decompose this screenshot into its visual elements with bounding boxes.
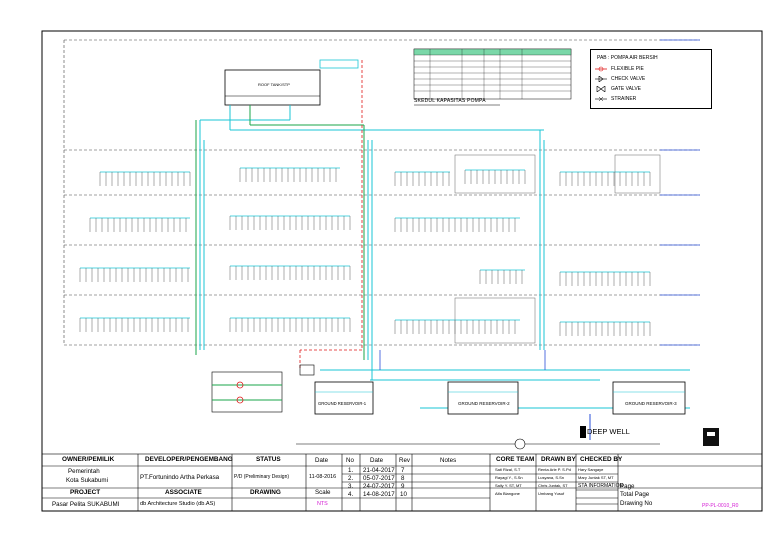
drawn-by-member: Lusyana, S.Sn xyxy=(538,475,565,480)
owner-value-2: Kota Sukabumi xyxy=(66,477,108,484)
deep-well-label: DEEP WELL xyxy=(587,427,630,436)
scale-value: NTS xyxy=(317,501,328,507)
rev-date-header: Date xyxy=(370,457,384,464)
roof-tank-label: ROOF TANK/STP xyxy=(258,82,290,87)
page-label: Page xyxy=(620,483,635,490)
status-value: P/D (Preliminary Design) xyxy=(234,474,290,480)
revision-no: 1. xyxy=(348,467,354,474)
project-header: PROJECT xyxy=(70,489,101,496)
north-symbol xyxy=(296,438,660,450)
drawing-no-label: Drawing No xyxy=(620,500,653,507)
scale-header: Scale xyxy=(315,489,331,496)
studio-logo-icon xyxy=(703,428,719,446)
drawing-header: DRAWING xyxy=(250,489,281,496)
flexible-pipe-icon xyxy=(595,66,607,72)
rev-no-header: No xyxy=(346,457,354,464)
legend-check-label: CHECK VALVE xyxy=(611,76,646,82)
date-header: Date xyxy=(315,457,329,464)
checked-by-header: CHECKED BY xyxy=(580,456,623,463)
notes-header: Notes xyxy=(440,457,457,464)
check-valve-icon xyxy=(595,75,607,83)
legend-strainer-label: STRAINER xyxy=(611,96,637,102)
blue-lines xyxy=(379,350,546,370)
legend-pab-label: PAB : POMPA AIR BERSIH xyxy=(597,55,658,61)
core-team-header: CORE TEAM xyxy=(496,456,535,463)
legend-flexible-label: FLEXIBLE PIE xyxy=(611,66,644,72)
core-team-member: Sally Y. ST, MT xyxy=(495,483,522,488)
strainer-icon xyxy=(595,96,607,102)
fixture-drops xyxy=(79,168,651,336)
developer-value: PT.Fortunindo Artha Perkasa xyxy=(140,474,220,481)
drawn-by-member: Renta Arle P. S.Pd xyxy=(538,467,571,472)
roof-tank xyxy=(224,59,359,106)
revision-rev: 7 xyxy=(401,467,405,474)
drawn-by-member: Umbang Yusuf xyxy=(538,491,565,496)
riser-pipes xyxy=(199,105,545,360)
ground-reservoirs xyxy=(314,381,686,415)
total-page-label: Total Page xyxy=(620,491,650,498)
floor-lines xyxy=(63,39,700,346)
title-block-grid xyxy=(41,453,763,512)
status-header: STATUS xyxy=(256,456,281,463)
pump-schedule-table xyxy=(413,48,572,100)
revision-date: 21-04-2017 xyxy=(363,467,395,474)
owner-header: OWNER/PEMILIK xyxy=(62,456,115,463)
core-team-member: Alfa Biangone xyxy=(495,491,520,496)
checked-by-member: Hary Sangaye xyxy=(578,467,604,472)
gate-valve-icon xyxy=(595,85,607,93)
legend-box: PAB : POMPA AIR BERSIH FLEXIBLE PIE CHEC… xyxy=(590,49,712,109)
revision-no: 3. xyxy=(348,483,354,490)
revision-rev: 10 xyxy=(400,491,407,498)
revision-no: 4. xyxy=(348,491,354,498)
revision-no: 2. xyxy=(348,475,354,482)
project-value: Pasar Pelita SUKABUMI xyxy=(52,501,120,508)
floor-panels xyxy=(454,154,661,344)
green-pipes xyxy=(195,105,365,360)
revision-date: 24-07-2017 xyxy=(363,483,395,490)
owner-value-1: Pemerintah xyxy=(68,468,100,475)
reservoir-2-label: GROUND RESERVOIR-2 xyxy=(458,401,510,406)
date-value: 11-08-2016 xyxy=(309,474,337,480)
reservoir-1-label: GROUND RESERVOIR-1 xyxy=(318,401,367,406)
drawn-by-member: Chris Juntak, ST xyxy=(538,483,568,488)
schedule-title: SKEDUL KAPASITAS POMPA xyxy=(414,98,486,104)
drawn-by-header: DRAWN BY xyxy=(541,456,576,463)
revision-rev: 9 xyxy=(401,483,405,490)
level-markers xyxy=(660,39,700,346)
revision-rev: 8 xyxy=(401,475,405,482)
associate-header: ASSOCIATE xyxy=(165,489,202,496)
revision-date: 14-08-2017 xyxy=(363,491,395,498)
legend-gate-label: GATE VALVE xyxy=(611,86,642,92)
core-team-member: Rayagi Y., S.Sn xyxy=(495,475,523,480)
pump-set xyxy=(211,364,315,413)
developer-header: DEVELOPER/PENGEMBANG xyxy=(145,456,233,463)
associate-value: db Architecture Studio (db.AS) xyxy=(140,501,216,507)
sta-info-label: STA INFORMATION xyxy=(578,483,624,489)
core-team-member: Sati Rizal, S.T xyxy=(495,467,521,472)
reservoir-3-label: GROUND RESERVOIR-3 xyxy=(625,401,677,406)
drawing-no-value: PP-PL-0010_R0 xyxy=(702,503,739,509)
revision-date: 05-07-2017 xyxy=(363,475,395,482)
rev-header: Rev xyxy=(399,457,411,464)
checked-by-member: Mary Juntak ST, MT xyxy=(578,475,614,480)
red-dashed-line xyxy=(299,60,363,370)
deep-well xyxy=(580,414,591,440)
